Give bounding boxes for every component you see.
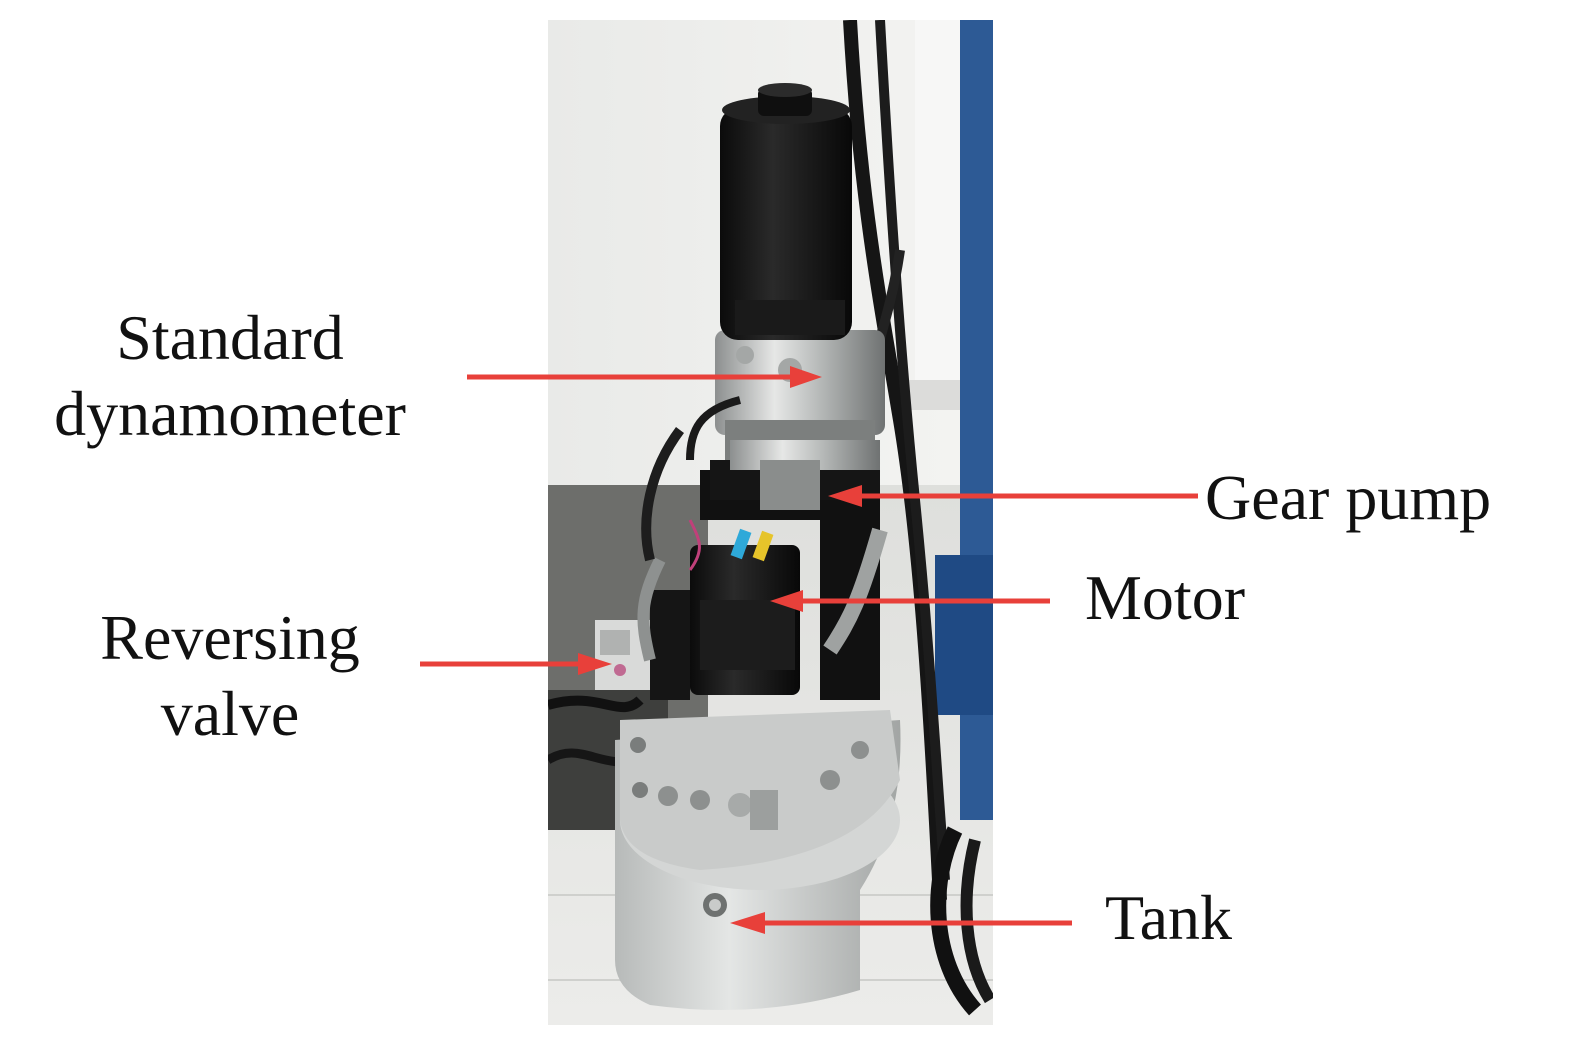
arrow-standard-dynamometer	[467, 366, 822, 388]
label-tank: Tank	[1105, 882, 1233, 953]
arrow-gear-pump	[828, 485, 1198, 507]
label-standard-dynamometer-line1: Standard	[116, 302, 344, 373]
arrow-reversing-valve	[420, 653, 612, 675]
arrow-motor	[770, 590, 1050, 612]
arrow-tank	[730, 912, 1072, 934]
label-reversing-valve-line1: Reversing	[100, 602, 360, 673]
label-reversing-valve: Reversing valve	[0, 600, 460, 752]
label-reversing-valve-line2: valve	[160, 678, 300, 749]
label-standard-dynamometer-line2: dynamometer	[54, 378, 406, 449]
label-motor: Motor	[1085, 562, 1245, 633]
label-standard-dynamometer: Standard dynamometer	[0, 300, 460, 452]
label-gear-pump: Gear pump	[1205, 462, 1492, 533]
